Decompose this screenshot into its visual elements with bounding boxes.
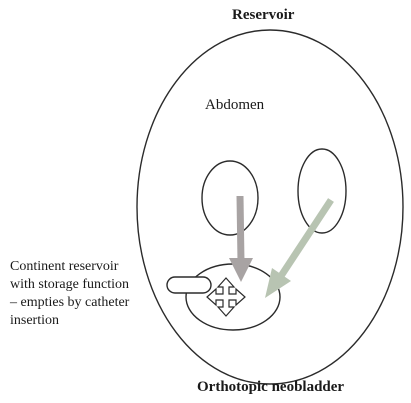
- four-way-arrow-icon: [207, 278, 245, 316]
- reservoir-note-line-4: insertion: [10, 312, 129, 330]
- right-kidney: [298, 149, 346, 233]
- left-kidney: [202, 161, 258, 235]
- reservoir-note-line-3: – empties by catheter: [10, 294, 129, 312]
- title-reservoir: Reservoir: [232, 8, 294, 23]
- abdomen-label: Abdomen: [205, 98, 264, 113]
- reservoir-note: Continent reservoir with storage functio…: [10, 258, 129, 330]
- stoma-icon: [167, 277, 211, 293]
- left-ureter-arrow: [229, 196, 253, 282]
- right-ureter-arrow: [265, 200, 331, 298]
- reservoir-note-line-1: Continent reservoir: [10, 258, 129, 276]
- reservoir-note-line-2: with storage function: [10, 276, 129, 294]
- abdomen-outline: [137, 30, 403, 384]
- title-orthotopic-neobladder: Orthotopic neobladder: [197, 380, 344, 395]
